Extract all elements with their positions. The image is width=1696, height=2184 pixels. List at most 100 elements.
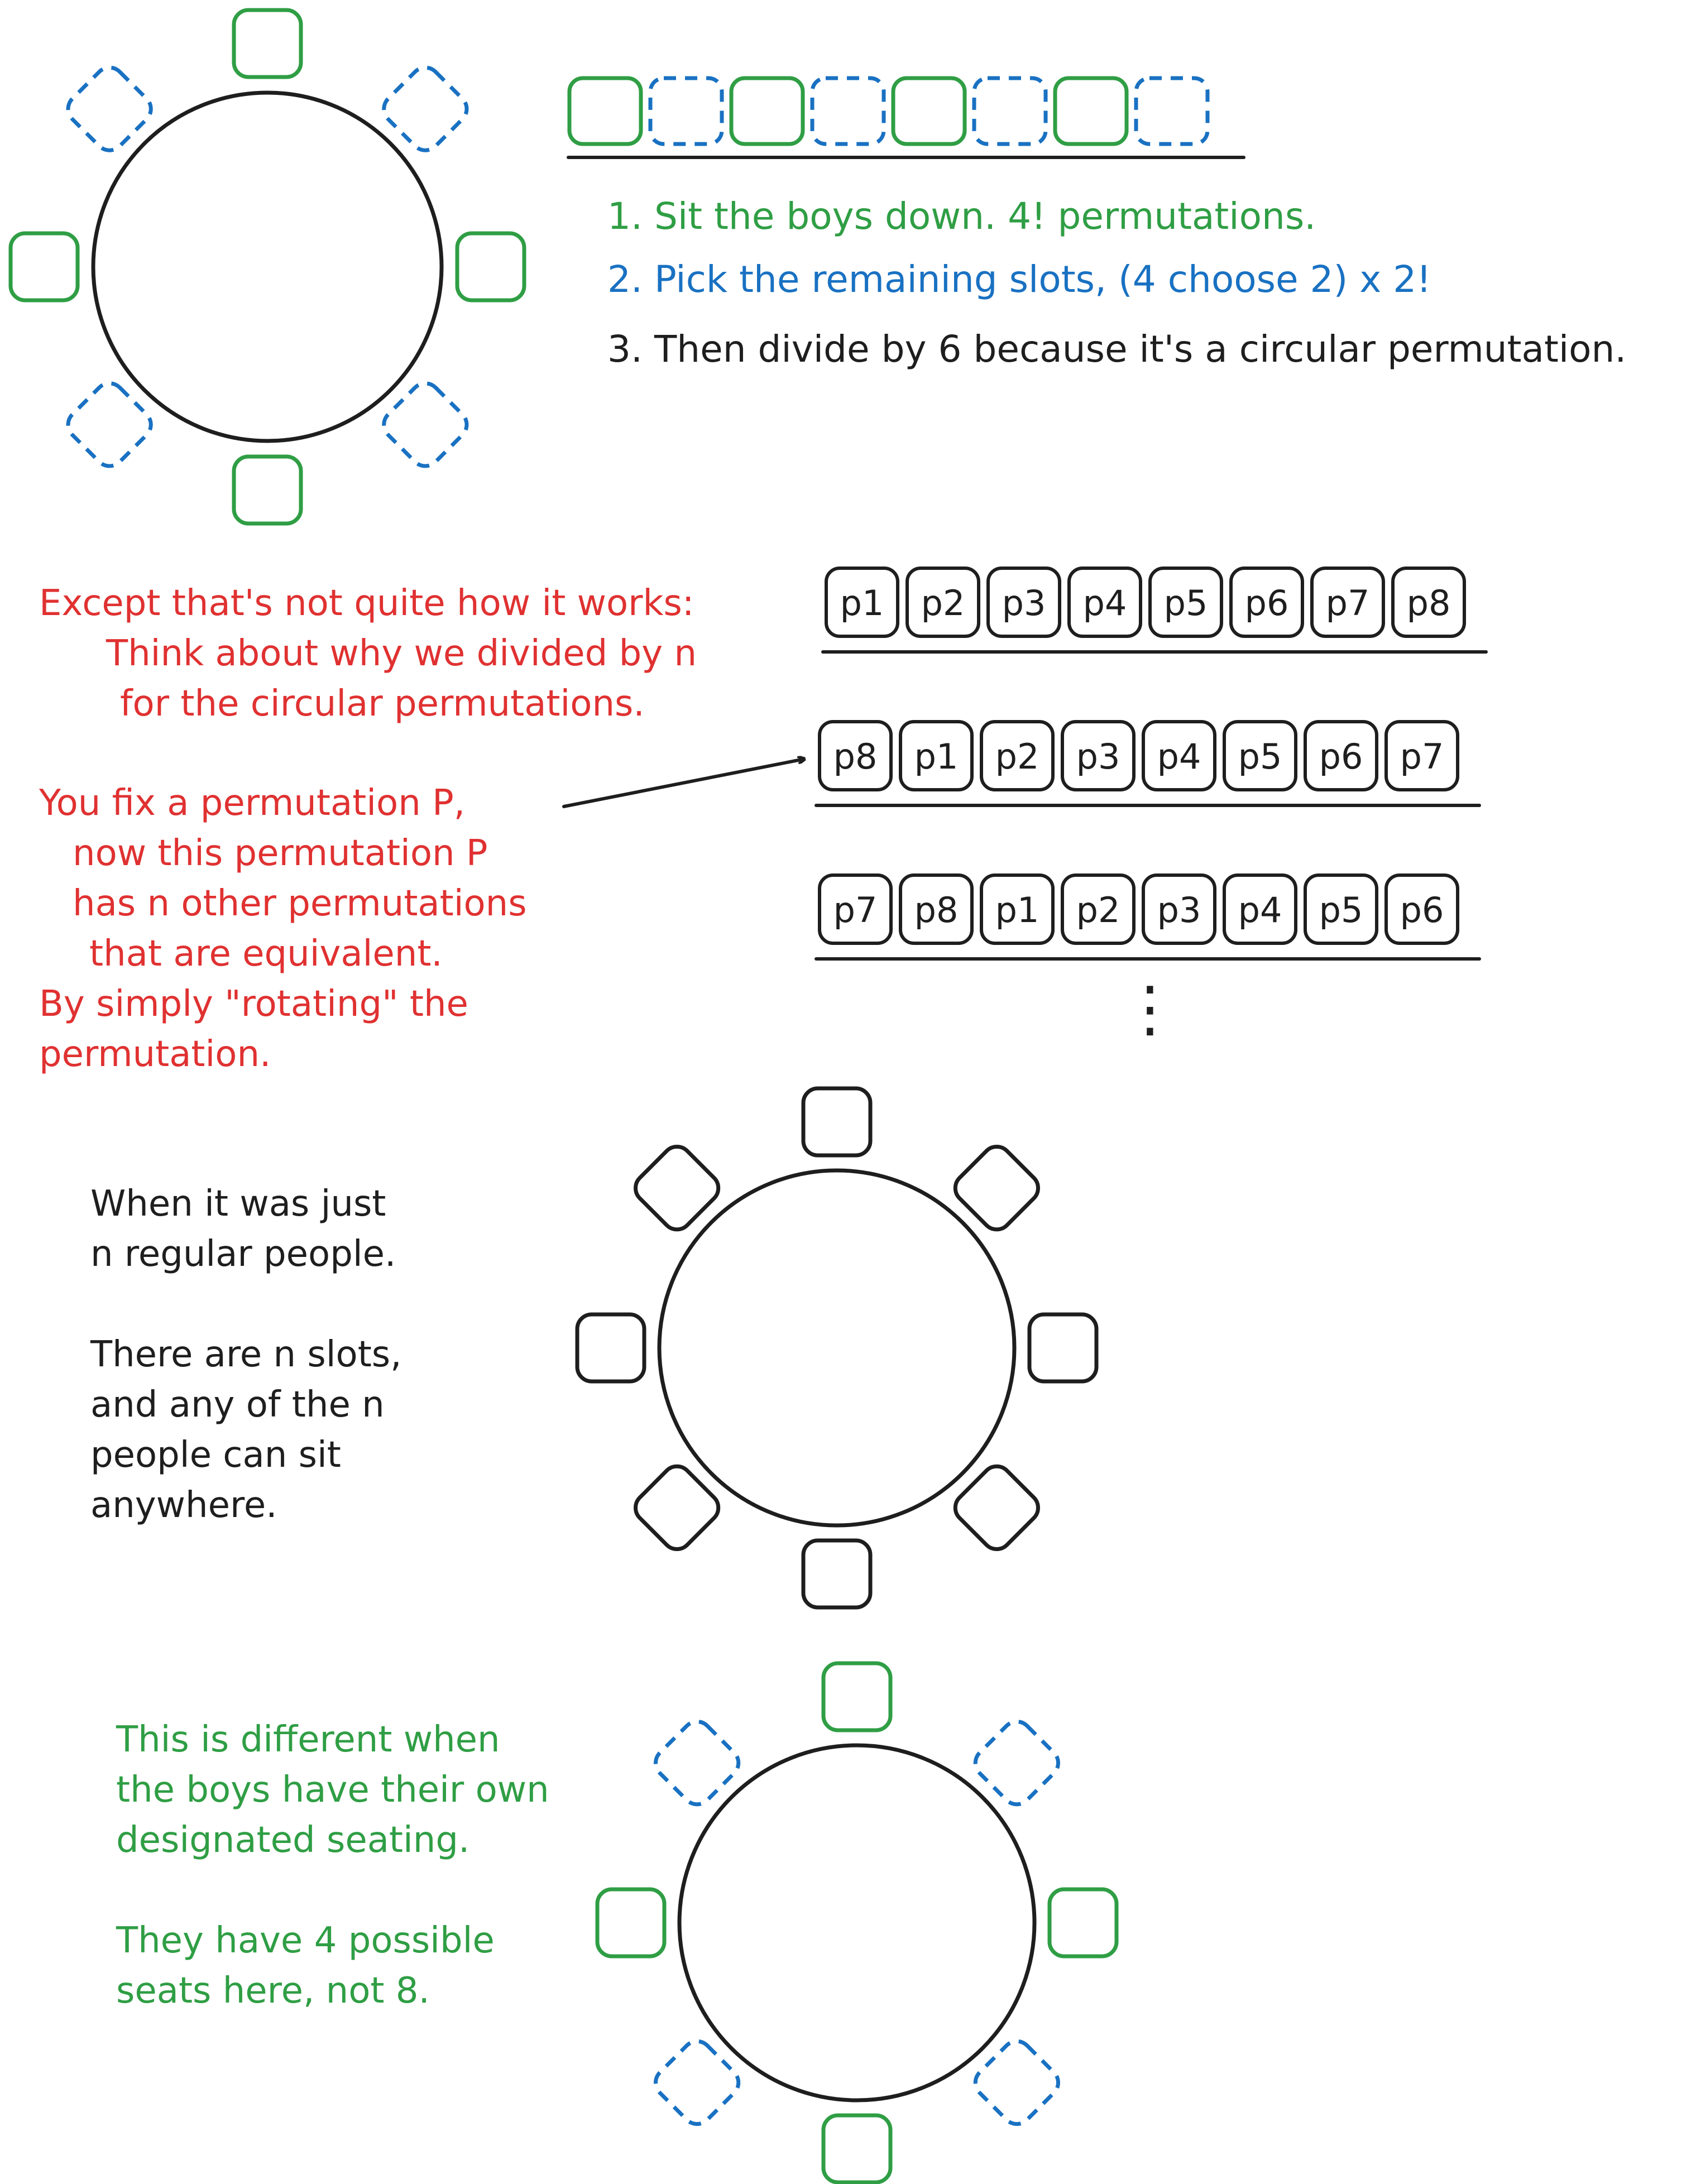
fix-note-line-1: You fix a permutation P,	[39, 783, 465, 824]
permutation-cell-label: p1	[995, 890, 1039, 930]
permutation-cell-label: p6	[1319, 736, 1363, 777]
permutation-cell: p6	[1304, 720, 1378, 791]
ellipsis-more-rows: ⋮	[1119, 973, 1181, 1044]
permutation-cell-label: p5	[1238, 736, 1282, 777]
steps-list: 1. Sit the boys down. 4! permutations. 2…	[607, 195, 1626, 371]
permutation-cell-label: p4	[1083, 583, 1127, 623]
seat-6	[634, 1464, 721, 1551]
open-slot-4	[810, 76, 886, 146]
permutation-cell-label: p7	[833, 890, 878, 930]
designated-note-line-2: the boys have their own	[116, 1769, 549, 1811]
permutation-cell-box	[818, 720, 893, 791]
boy-slot-3	[729, 76, 805, 146]
seat-group	[595, 1661, 1119, 2184]
designated-seating-note: This is different when the boys have the…	[116, 1719, 549, 2012]
round-table-regular	[575, 1086, 1099, 1610]
seat-5	[801, 1538, 873, 1610]
permutation-cell: p3	[986, 567, 1061, 638]
permutation-cell-box	[980, 873, 1055, 945]
regular-people-note: When it was just n regular people. There…	[90, 1183, 401, 1526]
permutation-cell: p6	[1229, 567, 1304, 638]
boy-seat-5	[821, 2113, 893, 2184]
boy-seat-3	[1047, 1887, 1119, 1959]
open-seat-4	[382, 381, 469, 468]
step-2: 2. Pick the remaining slots, (4 choose 2…	[607, 258, 1431, 301]
boy-seat-7	[8, 231, 80, 303]
round-table-boys-and-girls	[8, 8, 526, 526]
permutation-cell-box	[1304, 873, 1378, 945]
permutation-cell-label: p8	[833, 736, 878, 777]
regular-note-line-6: people can sit	[90, 1434, 341, 1476]
table-circle	[677, 1743, 1037, 2103]
boy-seat-7	[595, 1887, 667, 1959]
permutation-cell-label: p2	[921, 583, 965, 623]
permutation-cell-label: p1	[914, 736, 959, 777]
seat-2	[953, 1145, 1040, 1232]
permutation-cell-box	[1142, 720, 1216, 791]
boy-slot-1	[567, 76, 643, 146]
permutation-cell-box	[980, 720, 1055, 791]
permutation-cell-box	[1304, 720, 1378, 791]
seat-1	[801, 1086, 873, 1158]
rotation-note-line-1: Except that's not quite how it works:	[39, 583, 694, 624]
rotation-note: Except that's not quite how it works: Th…	[39, 583, 697, 724]
linear-seat-row	[567, 76, 1210, 146]
arrow-to-rotated-row	[562, 759, 804, 808]
permutation-cell-label: p5	[1164, 583, 1208, 623]
open-seat-8	[66, 65, 153, 152]
permutation-cell: p4	[1067, 567, 1142, 638]
permutation-cell: p1	[899, 720, 974, 791]
boy-seat-5	[232, 454, 303, 526]
permutation-cell-label: p7	[1326, 583, 1370, 623]
designated-note-line-1: This is different when	[116, 1719, 500, 1760]
permutation-cell-label: p2	[1076, 890, 1120, 930]
permutation-cell: p7	[1384, 720, 1459, 791]
designated-note-line-6: seats here, not 8.	[116, 1970, 430, 2012]
open-slot-6	[972, 76, 1048, 146]
round-table-designated	[595, 1661, 1119, 2184]
permutation-cell-label: p8	[1407, 583, 1451, 623]
regular-note-line-7: anywhere.	[90, 1485, 277, 1526]
permutation-cell-box	[1061, 873, 1136, 945]
permutation-cell-box	[1223, 873, 1297, 945]
open-seat-2	[382, 65, 469, 152]
boy-seat-1	[821, 1661, 893, 1732]
seat-7	[575, 1312, 646, 1384]
permutation-cell: p3	[1142, 873, 1216, 945]
permutation-cell-box	[1148, 567, 1223, 638]
seat-8	[634, 1145, 721, 1232]
permutation-cell-box	[818, 873, 893, 945]
open-seat-4	[973, 2039, 1060, 2126]
permutation-cell-label: p6	[1245, 583, 1289, 623]
seat-group	[8, 8, 526, 526]
seat-group	[575, 1086, 1099, 1610]
open-seat-6	[66, 381, 153, 468]
boy-slot-7	[1053, 76, 1129, 146]
permutation-cell-box	[1384, 720, 1459, 791]
permutation-cell-label: p5	[1319, 890, 1363, 930]
permutation-cell: p6	[1384, 873, 1459, 945]
open-seat-6	[654, 2039, 741, 2126]
permutation-cell: p2	[980, 720, 1055, 791]
permutation-cell: p2	[1061, 873, 1136, 945]
permutation-cell: p5	[1304, 873, 1378, 945]
permutation-cell-box	[1223, 720, 1297, 791]
permutation-cell-box	[1061, 720, 1136, 791]
permutation-cell: p7	[818, 873, 893, 945]
permutation-cell: p5	[1223, 720, 1297, 791]
open-slot-2	[648, 76, 724, 146]
table-circle	[91, 90, 444, 443]
fix-note-line-2: now this permutation P	[73, 833, 487, 874]
designated-note-line-5: They have 4 possible	[116, 1920, 495, 1961]
step-3: 3. Then divide by 6 because it's a circu…	[607, 328, 1626, 371]
permutation-cell-box	[825, 567, 899, 638]
seat-4	[953, 1464, 1040, 1551]
permutation-cell-box	[986, 567, 1061, 638]
permutation-cell-box	[1384, 873, 1459, 945]
permutation-cell: p8	[1391, 567, 1466, 638]
fix-permutation-note: You fix a permutation P, now this permut…	[39, 783, 527, 1075]
